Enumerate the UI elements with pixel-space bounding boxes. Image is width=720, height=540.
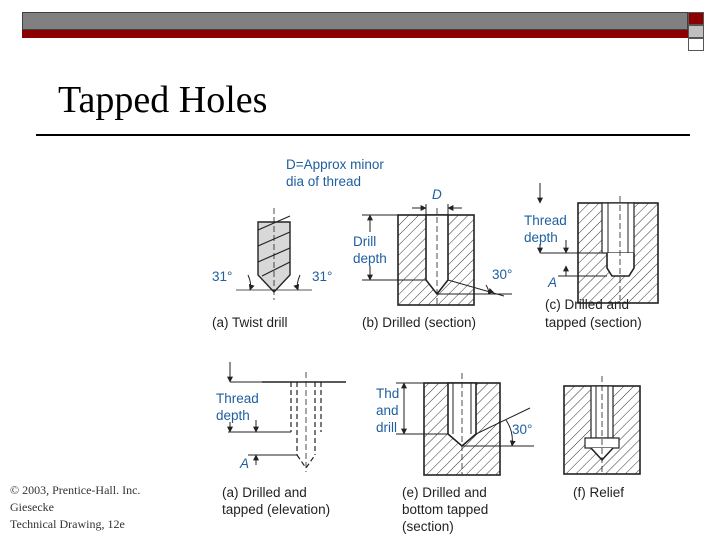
drill-depth-label-line1: Drill (353, 234, 376, 249)
bottom-tapped-section-figure: Thd and drill 30° (e) Drilled and bottom… (376, 373, 534, 534)
drilled-section-figure: D=Approx minor dia of thread D Drill dep… (286, 157, 512, 330)
caption-relief: (f) Relief (573, 485, 624, 500)
thread-depth-d-line1: Thread (216, 391, 259, 406)
thd-label-line2: and (376, 403, 399, 418)
caption-e-line2: bottom tapped (402, 502, 488, 517)
relief-figure: (f) Relief (563, 376, 641, 500)
header-bar (22, 12, 688, 30)
thread-depth-c-line2: depth (524, 230, 558, 245)
caption-drilled-section: (b) Drilled (section) (362, 315, 476, 330)
angle-label-left: 31° (212, 269, 232, 284)
twist-drill-figure: 31° 31° (a) Twist drill (212, 208, 332, 330)
note-minor-dia-line1: D=Approx minor (286, 157, 384, 172)
caption-e-line3: (section) (402, 519, 454, 534)
thread-depth-c-line1: Thread (524, 213, 567, 228)
note-minor-dia-line2: dia of thread (286, 174, 361, 189)
credit-line-1: © 2003, Prentice-Hall. Inc. (10, 483, 141, 497)
title-underline (36, 134, 690, 136)
drilled-tapped-section-figure: Thread depth A (c) Drilled and tapped (s… (524, 183, 659, 330)
dim-label-a-d: A (239, 456, 249, 471)
caption-c-line1: (c) Drilled and (545, 297, 629, 312)
corner-square-gray (688, 25, 704, 38)
drill-depth-label-line2: depth (353, 251, 387, 266)
credit-line-3: Technical Drawing, 12e (10, 517, 125, 531)
dim-label-a-c: A (547, 275, 557, 290)
caption-d-line1: (a) Drilled and (222, 485, 307, 500)
thd-label-line3: drill (376, 420, 397, 435)
drilled-tapped-elevation-figure: Thread depth A (a) Drilled and tapped (e… (216, 362, 346, 517)
angle-label-right: 31° (312, 269, 332, 284)
caption-e-line1: (e) Drilled and (402, 485, 487, 500)
caption-twist-drill: (a) Twist drill (212, 315, 288, 330)
header-accent-line (22, 30, 688, 38)
thread-depth-d-line2: depth (216, 408, 250, 423)
copyright-credit: © 2003, Prentice-Hall. Inc. Giesecke Tec… (10, 482, 140, 533)
caption-c-line2: tapped (section) (545, 315, 642, 330)
credit-line-2: Giesecke (10, 500, 54, 514)
dim-label-d: D (432, 187, 442, 202)
slide-title: Tapped Holes (58, 79, 268, 121)
caption-d-line2: tapped (elevation) (222, 502, 330, 517)
angle-label-e: 30° (512, 422, 532, 437)
angle-label-b: 30° (492, 267, 512, 282)
corner-square-dark-red (688, 12, 704, 25)
corner-square-white (688, 38, 704, 51)
thd-label-line1: Thd (376, 386, 399, 401)
